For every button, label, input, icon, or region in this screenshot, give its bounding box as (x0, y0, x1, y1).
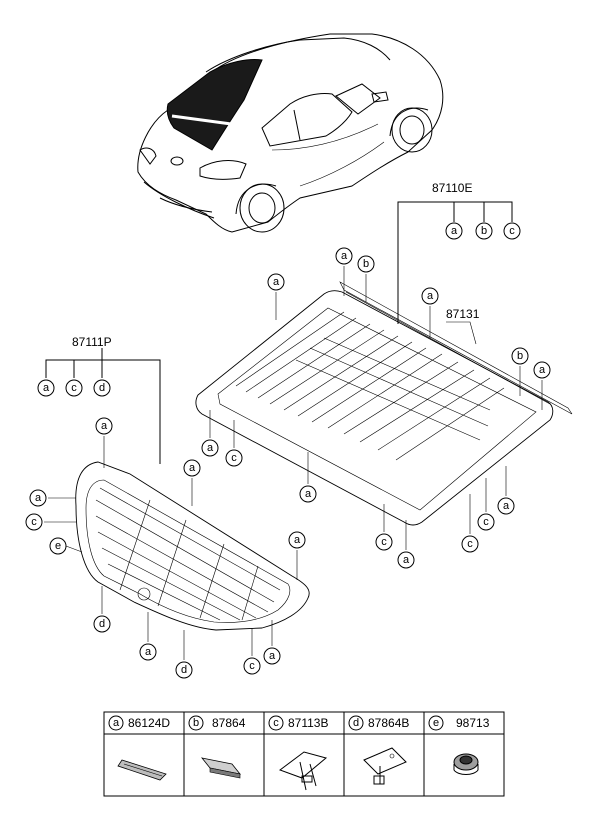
callout-tag: a (288, 531, 306, 549)
callout-tag: a (37, 379, 55, 397)
legend-part-no: 98713 (456, 716, 490, 730)
legend-letter: d (353, 717, 359, 729)
legend-letter: c (273, 717, 279, 729)
lower-glass-grid (95, 487, 281, 621)
callout-letter: a (101, 420, 108, 432)
legend-header-b: b 87864 (188, 715, 246, 731)
callout-letter: c (231, 452, 237, 464)
callout-letter: a (294, 534, 301, 546)
callout-letter: a (269, 650, 276, 662)
callout-tag: a (201, 439, 219, 457)
legend-letter: e (433, 717, 439, 729)
legend-part-no: 87113B (288, 716, 328, 730)
callout-tag: c (375, 533, 393, 551)
callout-letter: a (35, 492, 42, 504)
callout-tag: b (511, 347, 529, 365)
clip-strip-icon (117, 759, 167, 781)
callout-letter: a (451, 225, 458, 237)
callout-letter: a (189, 462, 196, 474)
legend-letter: b (193, 717, 199, 729)
part-no-moulding: 87131 (446, 307, 480, 321)
callout-letter: b (363, 258, 369, 270)
callout-tag: a (267, 273, 285, 291)
callout-tag: a (445, 222, 463, 240)
lower-glass-assembly (75, 461, 310, 631)
callout-letter: c (483, 516, 489, 528)
callout-tag: a (533, 361, 551, 379)
callout-letter: a (43, 382, 50, 394)
car-illustration (137, 33, 444, 233)
defroster-grid (235, 311, 505, 461)
callout-letter: a (207, 442, 214, 454)
callout-letter: b (481, 225, 487, 237)
callout-tag: a (397, 551, 415, 569)
callout-letter: d (181, 664, 187, 676)
callout-tags: a b c a c d a a b a b a a c a c a c c a … (25, 222, 551, 679)
callout-tag: b (475, 222, 493, 240)
callout-tag: a (335, 247, 353, 265)
callout-letter: c (249, 660, 255, 672)
callout-tag: c (461, 535, 479, 553)
callout-letter: a (341, 250, 348, 262)
callout-tag: a (263, 647, 281, 665)
callout-tag: d (175, 661, 193, 679)
mount-clip-icon (363, 747, 407, 785)
rear-glass-assembly (195, 281, 573, 526)
legend-header-e: e 98713 (428, 715, 490, 731)
callout-letter: e (55, 540, 61, 552)
pad-clip-icon (201, 757, 241, 779)
callout-tag: e (49, 537, 67, 555)
bracket-clip-icon (278, 751, 328, 791)
legend-letter: a (113, 717, 120, 729)
legend-header-c: c 87113B (268, 715, 328, 731)
part-no-lower-glass: 87111P (72, 335, 112, 349)
callout-letter: c (381, 536, 387, 548)
callout-letter: d (99, 618, 105, 630)
grommet-icon (453, 753, 479, 775)
callout-tag: a (29, 489, 47, 507)
callout-letter: a (539, 364, 546, 376)
callout-letter: c (71, 382, 77, 394)
callout-tag: d (93, 379, 111, 397)
callout-tag: c (65, 379, 83, 397)
callout-tag: c (225, 449, 243, 467)
callout-letter: a (145, 646, 152, 658)
legend-header-a: a 86124D (108, 715, 170, 731)
callout-tag: a (183, 459, 201, 477)
part-no-rear-glass: 87110E (432, 181, 472, 195)
callout-tag: c (243, 657, 261, 675)
callout-letter: a (403, 554, 410, 566)
callout-letter: d (99, 382, 105, 394)
callout-letter: a (273, 276, 280, 288)
legend-part-no: 87864 (212, 716, 246, 730)
callout-letter: c (467, 538, 473, 550)
callout-tag: a (299, 485, 317, 503)
callout-tag: a (95, 417, 113, 435)
callout-letter: a (305, 488, 312, 500)
legend-header-d: d 87864B (348, 715, 409, 731)
parts-legend-table: a 86124D b 87864 c 87113B d 87864B e 987… (103, 711, 505, 797)
callout-letter: c (509, 225, 515, 237)
callout-letter: c (31, 516, 37, 528)
callout-letter: b (517, 350, 523, 362)
callout-tag: d (93, 615, 111, 633)
leader-lines (44, 201, 543, 660)
legend-part-no: 86124D (128, 716, 170, 730)
callout-tag: a (421, 287, 439, 305)
callout-letter: a (503, 500, 510, 512)
callout-tag: c (503, 222, 521, 240)
callout-tag: c (25, 513, 43, 531)
callout-letter: a (427, 290, 434, 302)
callout-tag: a (497, 497, 515, 515)
callout-tag: c (477, 513, 495, 531)
callout-tag: b (357, 255, 375, 273)
legend-part-no: 87864B (368, 716, 409, 730)
callout-tag: a (139, 643, 157, 661)
